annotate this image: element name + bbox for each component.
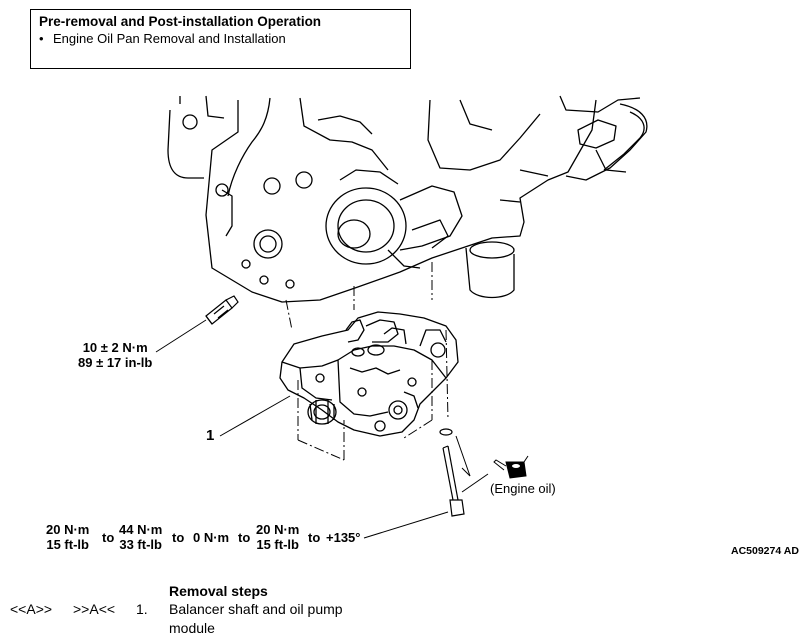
torque-callout-top: 10 ± 2 N·m 89 ± 17 in-lb bbox=[78, 340, 152, 370]
pre-removal-item: • Engine Oil Pan Removal and Installation bbox=[39, 30, 402, 47]
part-number-label: 1 bbox=[206, 427, 215, 444]
torque-step-2: 44 N·m 33 ft-lb bbox=[119, 522, 162, 552]
torque-step-3: 0 N·m bbox=[193, 530, 230, 545]
torque-top-inlb: 89 ± 17 in-lb bbox=[78, 355, 153, 370]
torque-step-1-nm: 20 N·m bbox=[46, 522, 90, 537]
removal-heading-text: Removal steps bbox=[169, 583, 268, 599]
torque-top-nm: 10 ± 2 N·m bbox=[82, 340, 148, 355]
removal-step-1-line1: Balancer shaft and oil pump bbox=[169, 601, 343, 617]
pre-removal-box: Pre-removal and Post-installation Operat… bbox=[30, 9, 411, 69]
engine-block bbox=[167, 95, 648, 303]
removal-heading: Removal steps bbox=[169, 583, 268, 599]
torque-step-2-nm: 44 N·m bbox=[119, 522, 163, 537]
torque-sep-1: to bbox=[102, 530, 115, 545]
alignment-lines bbox=[285, 262, 449, 461]
leader-lines bbox=[155, 319, 489, 539]
torque-sep-4: to bbox=[308, 530, 321, 545]
torque-step-2-imp: 33 ft-lb bbox=[119, 537, 162, 552]
removal-step-1-ref-left: <<A>> bbox=[10, 601, 53, 617]
torque-step-4-imp: 15 ft-lb bbox=[256, 537, 299, 552]
engine-illustration bbox=[155, 95, 648, 539]
removal-step-1-line2: module bbox=[169, 620, 215, 636]
balancer-oil-pump-module bbox=[279, 311, 459, 437]
removal-step-1-ref-right: >>A<< bbox=[73, 601, 116, 617]
torque-step-4-nm: 20 N·m bbox=[256, 522, 300, 537]
long-bolt bbox=[439, 428, 465, 517]
pre-removal-item-text: Engine Oil Pan Removal and Installation bbox=[53, 31, 286, 46]
engine-oil-label: (Engine oil) bbox=[490, 481, 556, 496]
torque-step-5: +135° bbox=[326, 530, 361, 545]
torque-step-1-imp: 15 ft-lb bbox=[46, 537, 89, 552]
torque-sep-2: to bbox=[172, 530, 185, 545]
bullet-icon: • bbox=[39, 31, 44, 46]
torque-sep-3: to bbox=[238, 530, 251, 545]
pre-removal-title: Pre-removal and Post-installation Operat… bbox=[39, 14, 322, 29]
oil-can-icon bbox=[493, 455, 529, 479]
torque-step-4: 20 N·m 15 ft-lb bbox=[256, 522, 299, 552]
torque-step-1: 20 N·m 15 ft-lb bbox=[46, 522, 89, 552]
figure-code: AC509274 AD bbox=[731, 545, 799, 557]
top-bolt bbox=[205, 295, 239, 325]
removal-step-1-number: 1. bbox=[136, 601, 148, 617]
